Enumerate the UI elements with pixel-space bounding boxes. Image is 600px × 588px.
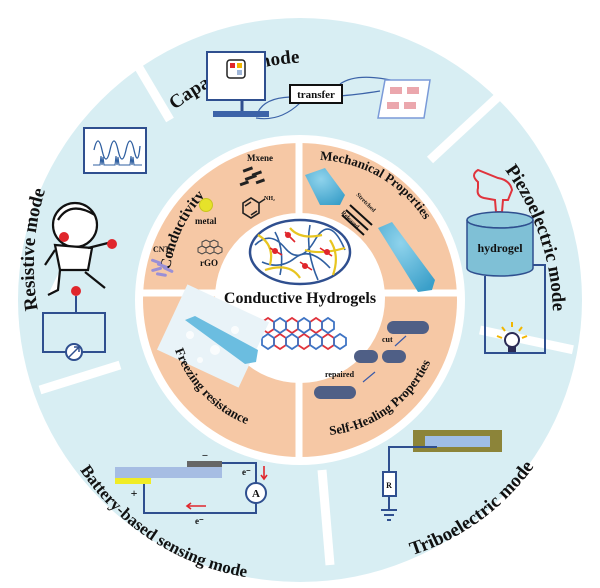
pointing-hand-icon bbox=[473, 168, 514, 213]
battery-negative-electrode bbox=[187, 461, 222, 467]
tribo-wire bbox=[388, 446, 437, 510]
cut-label: cut bbox=[382, 335, 393, 344]
ground-icon bbox=[381, 509, 397, 521]
separator-left bbox=[38, 360, 122, 395]
electron-flow-left-arrow-icon bbox=[185, 502, 206, 510]
battery-plus-label: + bbox=[131, 486, 138, 500]
rgo-lattice-icon bbox=[197, 239, 223, 255]
ammeter-label: A bbox=[252, 488, 260, 500]
monitor-base bbox=[213, 111, 269, 117]
transfer-label: transfer bbox=[297, 89, 335, 101]
network-ellipse bbox=[248, 218, 352, 286]
sensor-dot-hand bbox=[107, 239, 117, 249]
sensor-dots bbox=[59, 232, 117, 296]
transfer-box bbox=[289, 84, 343, 104]
separator-top-left bbox=[134, 63, 174, 123]
sensor-dot-knee bbox=[71, 286, 81, 296]
tribo-inner-layer bbox=[425, 436, 490, 447]
electron-top-label: e⁻ bbox=[242, 467, 251, 477]
inner-dividers bbox=[143, 143, 457, 457]
app-tile-yellow bbox=[237, 63, 242, 68]
running-child-icon bbox=[44, 201, 109, 296]
resistor-icon bbox=[382, 471, 397, 497]
battery-minus-label: − bbox=[202, 450, 208, 462]
nh2-label: NH₂ bbox=[264, 196, 275, 202]
hydrogel-label: hydrogel bbox=[477, 241, 523, 255]
separator-bottom bbox=[317, 469, 335, 566]
mxene-label: Mxene bbox=[247, 153, 273, 163]
piezo-circuit-wire bbox=[484, 264, 546, 354]
battery-positive-electrode bbox=[115, 478, 151, 484]
separator-top-right bbox=[426, 91, 504, 164]
center-title: Conductive Hydrogels bbox=[224, 290, 376, 307]
rgo-label: rGO bbox=[200, 258, 218, 268]
frozen-hydrogel-strip-icon bbox=[185, 316, 258, 364]
signal-monitor-icon bbox=[83, 127, 147, 174]
battery-circuit-wire bbox=[143, 462, 257, 514]
sensor-pad-electrodes bbox=[387, 87, 419, 109]
repaired-arrow-icon bbox=[362, 371, 376, 383]
capsule-cut-left-icon bbox=[354, 350, 378, 363]
crosslink-dots bbox=[272, 232, 330, 269]
resistive-section: Resistive mode bbox=[18, 127, 147, 361]
network-yellow-chains bbox=[257, 227, 346, 279]
stretch-release-arrows-icon bbox=[341, 204, 373, 236]
battery-electrolyte-layer bbox=[115, 467, 222, 478]
metal-label: metal bbox=[195, 216, 217, 226]
signal-pulse-wave bbox=[93, 155, 142, 166]
monitor-app-frame bbox=[226, 59, 246, 79]
capsule-repaired-icon bbox=[314, 386, 356, 399]
sensor-pad-icon bbox=[377, 79, 431, 119]
galvanometer-icon bbox=[65, 343, 83, 361]
resistor-label: R bbox=[386, 481, 392, 490]
mxene-flakes-icon bbox=[239, 166, 266, 187]
cut-arrow-icon bbox=[394, 335, 407, 347]
separator-right bbox=[479, 325, 574, 355]
repaired-label: repaired bbox=[325, 370, 355, 379]
cnts-icon bbox=[151, 258, 174, 277]
capacitive-wires bbox=[255, 76, 411, 120]
resistive-circuit-wire bbox=[42, 296, 106, 353]
network-blue-chains bbox=[254, 224, 346, 281]
hydrogel-stretched-icon bbox=[378, 222, 435, 292]
app-tile-red bbox=[230, 63, 235, 68]
cnts-label: CNTs bbox=[153, 245, 172, 254]
hydrogel-short-icon bbox=[305, 168, 345, 205]
electron-flow-down-arrow-icon bbox=[260, 466, 268, 481]
metal-sphere-icon bbox=[199, 198, 213, 212]
hydrogel-cylinder-body bbox=[466, 219, 534, 277]
sensor-dot-neck bbox=[59, 232, 69, 242]
outer-separators bbox=[38, 63, 574, 566]
light-bulb-icon bbox=[496, 322, 528, 352]
app-tile-blue bbox=[237, 70, 242, 75]
signal-sine-wave bbox=[93, 140, 141, 160]
capsule-cut-right-icon bbox=[382, 350, 406, 363]
electron-bottom-label: e⁻ bbox=[195, 516, 204, 526]
hydrogel-network-illustration bbox=[248, 218, 352, 286]
aniline-molecule-icon bbox=[242, 197, 266, 219]
capsule-intact-icon bbox=[387, 321, 429, 334]
ammeter-icon bbox=[245, 482, 267, 504]
